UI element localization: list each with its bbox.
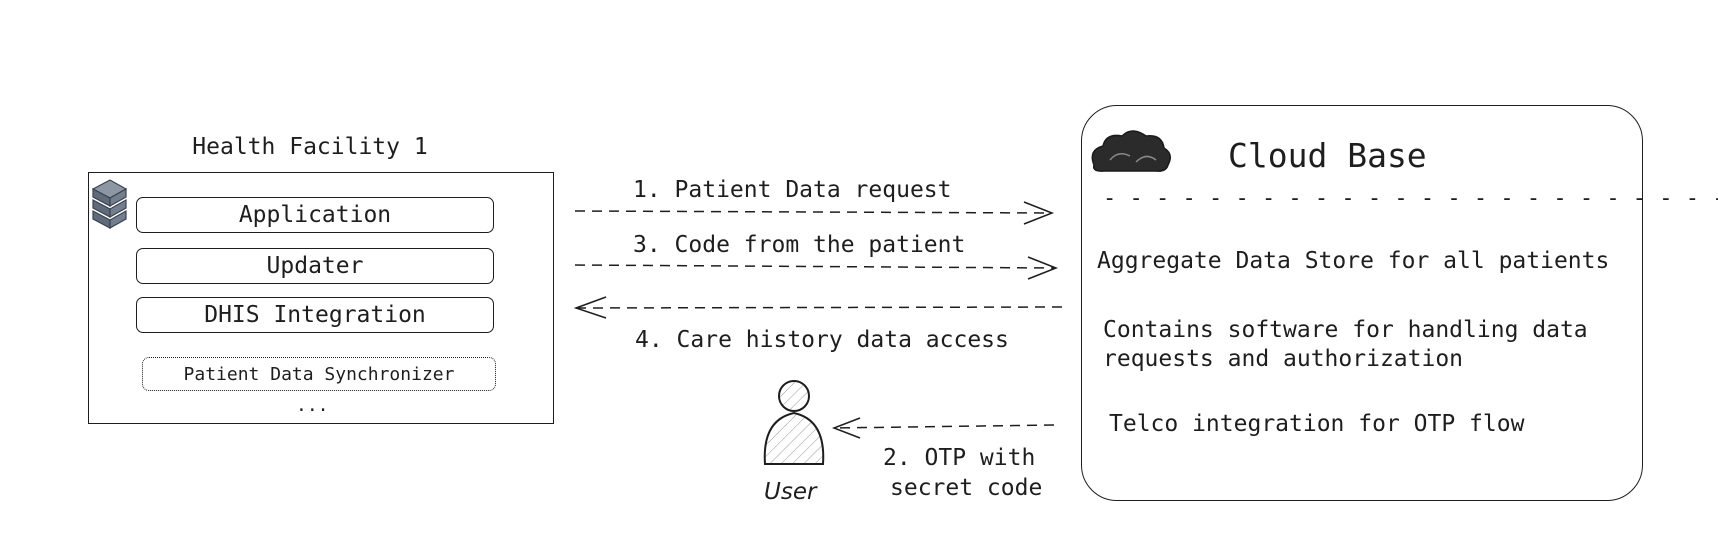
more-modules-ellipsis: ... bbox=[296, 395, 329, 416]
module-dhis-integration: DHIS Integration bbox=[136, 297, 494, 333]
cloud-item-software-line-2: requests and authorization bbox=[1103, 346, 1464, 372]
flow-label-step-4: 4. Care history data access bbox=[635, 327, 1009, 353]
cloud-title: Cloud Base bbox=[1228, 136, 1427, 175]
user-icon bbox=[763, 380, 825, 465]
arrow-care-history-access bbox=[573, 296, 1063, 319]
arrow-otp-to-user bbox=[831, 417, 1055, 439]
facility-title: Health Facility 1 bbox=[192, 134, 428, 160]
health-facility-box bbox=[88, 172, 554, 424]
module-application: Application bbox=[136, 197, 494, 233]
server-stack-icon bbox=[91, 179, 128, 230]
flow-label-step-2-line-1: 2. OTP with bbox=[883, 445, 1036, 471]
cloud-icon bbox=[1091, 130, 1171, 172]
module-updater: Updater bbox=[136, 248, 494, 284]
flow-label-step-3: 3. Code from the patient bbox=[633, 232, 966, 258]
arrow-patient-data-request bbox=[574, 201, 1055, 225]
cloud-base-box bbox=[1081, 105, 1643, 501]
module-patient-data-synchronizer: Patient Data Synchronizer bbox=[142, 357, 496, 391]
flow-label-step-2-line-2: secret code bbox=[890, 475, 1043, 501]
user-label: User bbox=[764, 479, 817, 505]
cloud-item-software-line-1: Contains software for handling data bbox=[1103, 317, 1588, 343]
cloud-divider: - - - - - - - - - - - - - - - - - - - - … bbox=[1103, 186, 1718, 211]
cloud-item-aggregate-store: Aggregate Data Store for all patients bbox=[1097, 248, 1610, 274]
flow-label-step-1: 1. Patient Data request bbox=[633, 177, 952, 203]
cloud-item-telco-otp: Telco integration for OTP flow bbox=[1109, 411, 1525, 437]
arrow-code-from-patient bbox=[574, 256, 1059, 280]
